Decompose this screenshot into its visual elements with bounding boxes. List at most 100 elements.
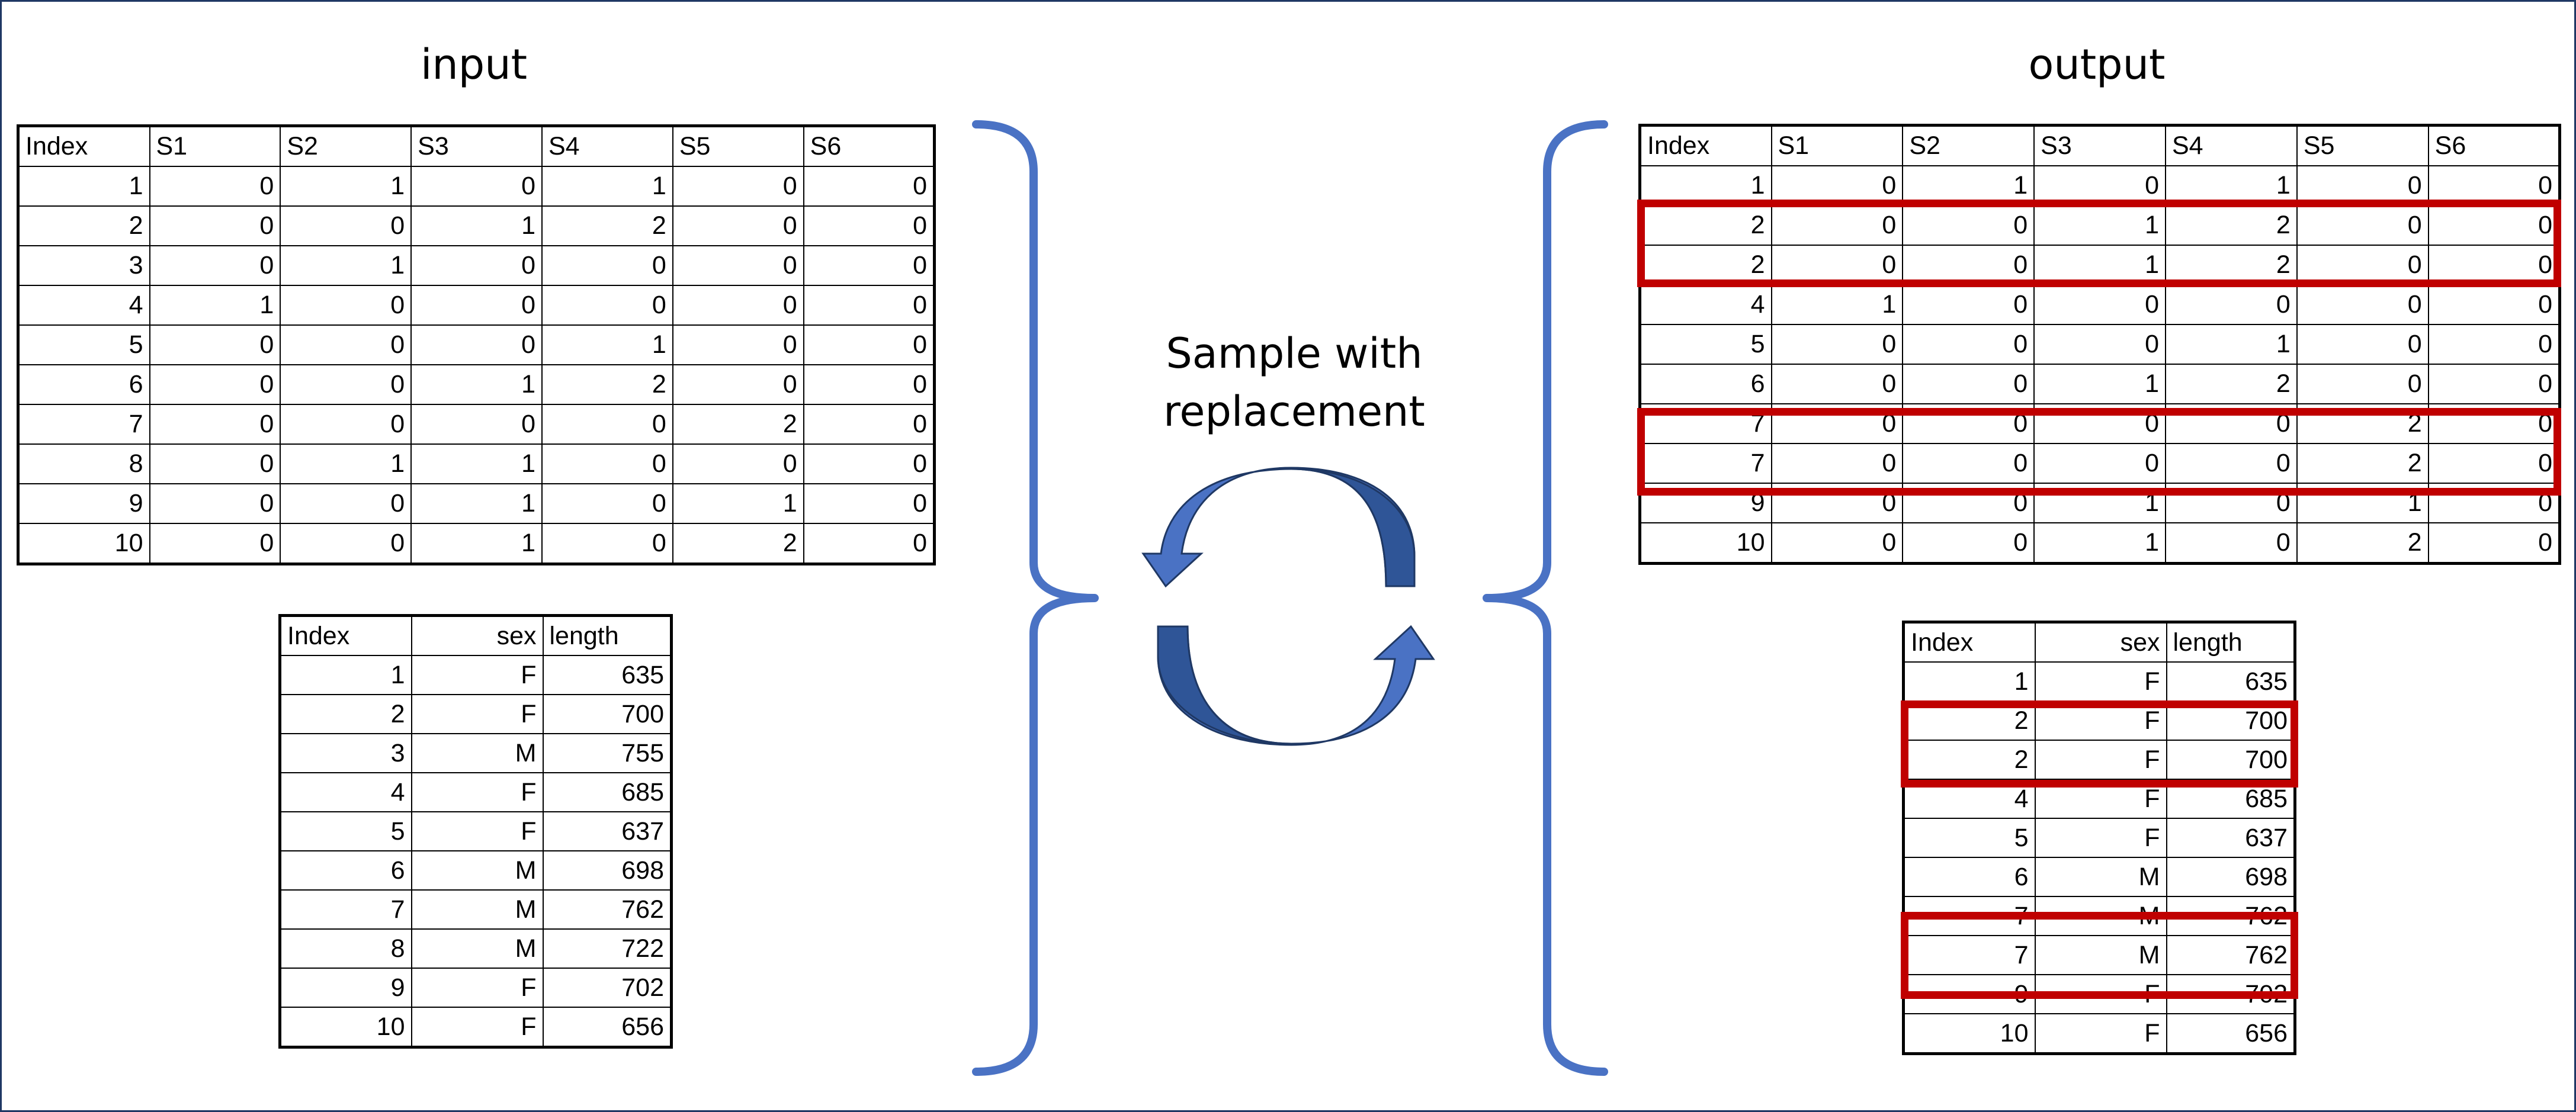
table-cell: F [410,968,544,1008]
table-cell: 1 [672,483,804,524]
table-cell: 762 [2166,935,2296,975]
table-cell: 0 [410,404,543,445]
table-cell: 6 [17,364,150,405]
table-cell: 0 [672,324,804,365]
table-cell: 700 [542,694,672,734]
table-cell: 0 [149,324,281,365]
table-cell: 6 [1903,857,2036,897]
table-cell: 10 [279,1007,412,1048]
table-cell: 0 [149,523,281,565]
table-cell: M [410,733,544,773]
table-cell: 637 [542,811,672,851]
table-cell: 0 [803,404,935,445]
table-cell: 685 [542,772,672,812]
table-cell: 7 [1639,443,1772,484]
table-cell: 722 [542,928,672,969]
header-cell: sex [2034,621,2167,663]
table-cell: 698 [542,850,672,891]
table-header-row: Index S1 S2 S3 S4 S5 S6 [1639,124,2561,166]
table-cell: 0 [672,364,804,405]
table-cell: 5 [279,811,412,851]
table-cell: 0 [803,205,935,246]
table-cell: 0 [280,324,412,365]
table-cell: 3 [17,245,150,286]
table-header-row: Index sex length [279,615,672,656]
table-cell: F [410,811,544,851]
sample-with-replacement-label: Sample with replacement [1149,324,1439,441]
table-cell: 10 [1639,522,1772,564]
table-cell: 2 [1639,205,1772,246]
header-cell: S3 [410,125,543,167]
table-cell: 0 [2296,324,2429,365]
table-cell: 1 [280,443,412,484]
table-cell: F [410,1007,544,1048]
table-cell: 0 [2296,205,2429,246]
table-cell: 0 [2427,443,2561,484]
table-cell: 0 [1770,443,1904,484]
table-cell: 2 [1903,740,2036,780]
table-cell: 7 [279,889,412,930]
header-cell: S3 [2033,124,2166,166]
table-cell: 0 [1902,522,2035,564]
table-cell: 0 [2296,364,2429,404]
table-cell: 1 [1639,165,1772,206]
header-cell: S6 [803,125,935,167]
table-cell: 0 [672,166,804,207]
table-cell: 0 [2427,245,2561,285]
right-brace-icon [1483,120,1608,1076]
header-cell: Index [1639,124,1772,166]
table-cell: 0 [149,483,281,524]
header-cell: S5 [2296,124,2429,166]
table-cell: 0 [410,324,543,365]
table-cell: 2 [279,694,412,734]
header-cell: S2 [280,125,412,167]
table-cell: F [2034,818,2167,858]
circular-arrows-icon [1141,467,1435,746]
table-cell: 0 [803,166,935,207]
table-cell: 762 [542,889,672,930]
duplicate-highlight-box [1637,200,2561,287]
table-cell: 0 [2427,364,2561,404]
table-cell: 0 [280,404,412,445]
table-cell: 1 [410,523,543,565]
table-cell: 2 [2164,205,2298,246]
table-cell: 0 [149,205,281,246]
table-cell: 0 [1902,284,2035,325]
header-cell: S1 [1770,124,1904,166]
duplicate-highlight-box [1637,408,2561,496]
table-cell: 0 [1770,245,1904,285]
table-cell: 0 [149,364,281,405]
table-cell: 0 [410,166,543,207]
table-cell: 0 [2164,522,2298,564]
table-cell: 0 [410,285,543,326]
table-cell: 5 [1639,324,1772,365]
header-cell: S6 [2427,124,2561,166]
table-cell: 10 [17,523,150,565]
table-cell: 2 [2164,364,2298,404]
table-cell: 0 [1902,324,2035,365]
table-cell: 0 [1770,205,1904,246]
table-cell: 635 [542,655,672,695]
table-cell: 1 [149,285,281,326]
table-cell: 8 [279,928,412,969]
